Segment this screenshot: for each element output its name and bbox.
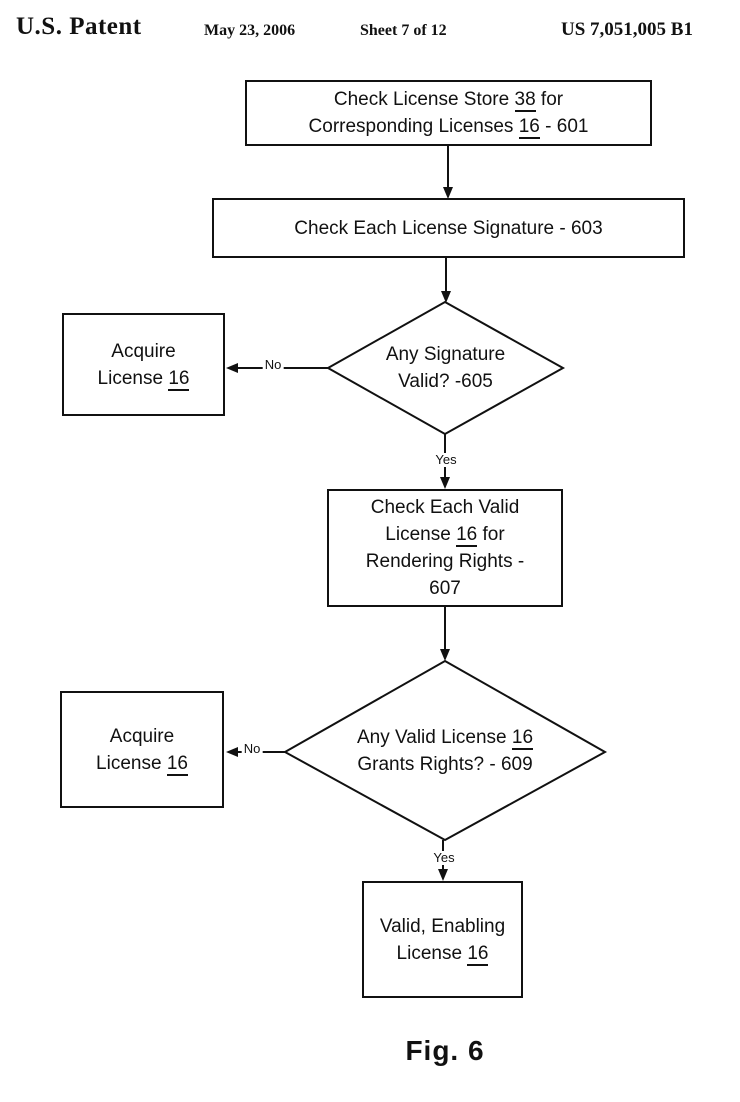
patent-header-label: U.S. Patent — [16, 13, 142, 40]
acquire2-text: Acquire — [109, 725, 175, 747]
final-line1: Valid, Enabling — [380, 913, 505, 940]
flow-node-603: Check Each License Signature - 603 — [212, 198, 685, 258]
flow-node-607: Check Each Valid License 16 for Renderin… — [327, 489, 563, 607]
decision-605-shape — [325, 300, 566, 436]
acquire1-line1: Acquire — [111, 338, 175, 365]
arrowhead-601-to-603 — [443, 187, 453, 199]
node-607-text: 607 — [429, 578, 461, 599]
decision-609-shape — [282, 659, 608, 842]
ref-numeral-16: 16 — [456, 524, 478, 547]
flow-node-acquire-license-1: Acquire License 16 — [62, 313, 225, 416]
node-601-line1: Check License Store 38 for — [334, 86, 563, 113]
arrowhead-603-to-605 — [441, 291, 451, 303]
ref-numeral-16: 16 — [168, 367, 190, 391]
node-607-line2: License 16 for — [385, 521, 505, 548]
node-607-line1: Check Each Valid — [371, 494, 520, 521]
flow-node-601: Check License Store 38 for Corresponding… — [245, 80, 652, 146]
node-603-line1: Check Each License Signature - 603 — [294, 215, 602, 242]
node-607-text: Rendering Rights - — [365, 551, 525, 572]
node-607-line3: Rendering Rights - — [366, 548, 524, 575]
node-601-line2: Corresponding Licenses 16 - 601 — [308, 113, 589, 140]
acquire1-text: License — [97, 367, 164, 389]
acquire2-line2: License 16 — [96, 750, 188, 777]
edge-label-yes-609: Yes — [431, 850, 457, 865]
flow-node-acquire-license-2: Acquire License 16 — [60, 691, 224, 808]
node-607-text: License — [385, 524, 451, 545]
node-601-text: - 601 — [545, 116, 589, 137]
node-601-text: Corresponding Licenses — [308, 116, 514, 137]
final-line2: License 16 — [397, 940, 489, 967]
node-603-text: Check Each License Signature - 603 — [294, 217, 603, 239]
node-601-text: Check License Store — [333, 89, 510, 110]
acquire1-line2: License 16 — [98, 365, 190, 392]
node-607-line4: 607 — [429, 575, 461, 602]
final-text: Valid, Enabling — [379, 915, 506, 937]
acquire1-text: Acquire — [111, 340, 176, 362]
flow-node-valid-enabling-license: Valid, Enabling License 16 — [362, 881, 523, 998]
final-text: License — [396, 942, 463, 964]
ref-numeral-16: 16 — [518, 116, 540, 139]
arrowhead-609-no — [226, 747, 238, 757]
patent-number: US 7,051,005 B1 — [561, 19, 693, 40]
arrowhead-605-no — [226, 363, 238, 373]
ref-numeral-38: 38 — [514, 89, 536, 112]
arrowhead-609-yes — [438, 869, 448, 881]
arrowhead-605-yes — [440, 477, 450, 489]
arrowhead-607-to-609 — [440, 649, 450, 661]
patent-date: May 23, 2006 — [204, 22, 296, 39]
acquire2-line1: Acquire — [110, 723, 174, 750]
ref-numeral-16: 16 — [166, 752, 188, 776]
figure-caption: Fig. 6 — [405, 1035, 485, 1066]
ref-numeral-16: 16 — [467, 942, 489, 966]
node-607-text: for — [482, 524, 505, 545]
node-601-text: for — [540, 89, 564, 110]
acquire2-text: License — [96, 752, 162, 774]
edge-label-no-605: No — [262, 357, 284, 372]
edge-label-no-609: No — [241, 741, 263, 756]
sheet-number: Sheet 7 of 12 — [360, 22, 447, 39]
node-607-text: Check Each Valid — [370, 497, 520, 518]
edge-label-yes-605: Yes — [433, 452, 459, 467]
